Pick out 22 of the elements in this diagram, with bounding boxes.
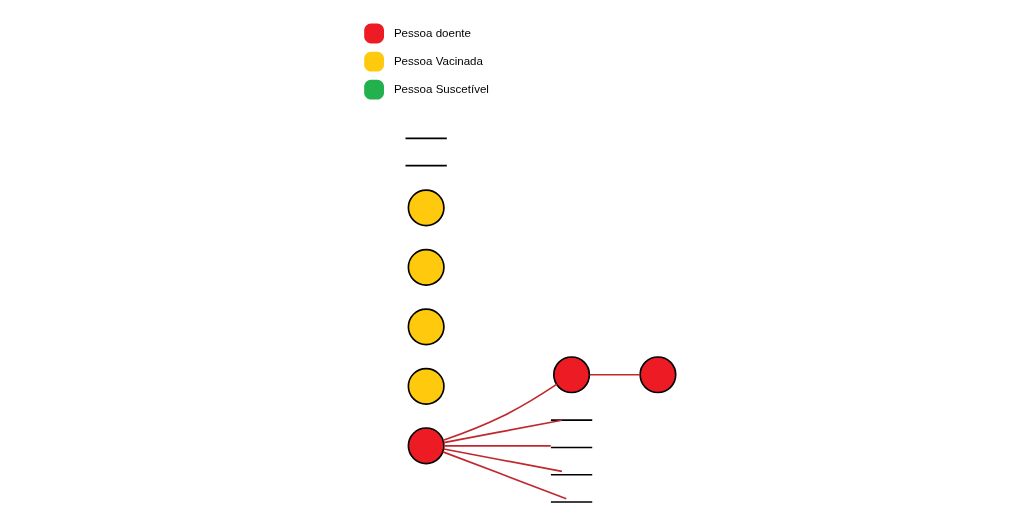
node-circle xyxy=(407,427,445,465)
node-circle xyxy=(552,356,590,394)
connector xyxy=(442,448,563,473)
connector xyxy=(588,373,641,376)
node-arc xyxy=(549,419,593,421)
node-arc xyxy=(549,501,593,503)
node-arc xyxy=(404,164,448,167)
legend-label: Pessoa Vacinada xyxy=(393,54,483,67)
node-circle xyxy=(407,189,445,227)
connector xyxy=(441,451,567,500)
node-circle xyxy=(407,308,445,346)
node-arc xyxy=(549,473,593,476)
node-circle xyxy=(407,367,445,405)
node-circle xyxy=(638,356,676,394)
node-circle xyxy=(407,248,445,286)
connector xyxy=(442,383,557,442)
node-arc xyxy=(549,446,593,449)
connector xyxy=(442,419,563,444)
connector xyxy=(442,445,552,447)
legend-label: Pessoa doente xyxy=(393,26,471,39)
node-arc xyxy=(404,137,448,140)
legend-label: Pessoa Suscetível xyxy=(393,82,489,95)
